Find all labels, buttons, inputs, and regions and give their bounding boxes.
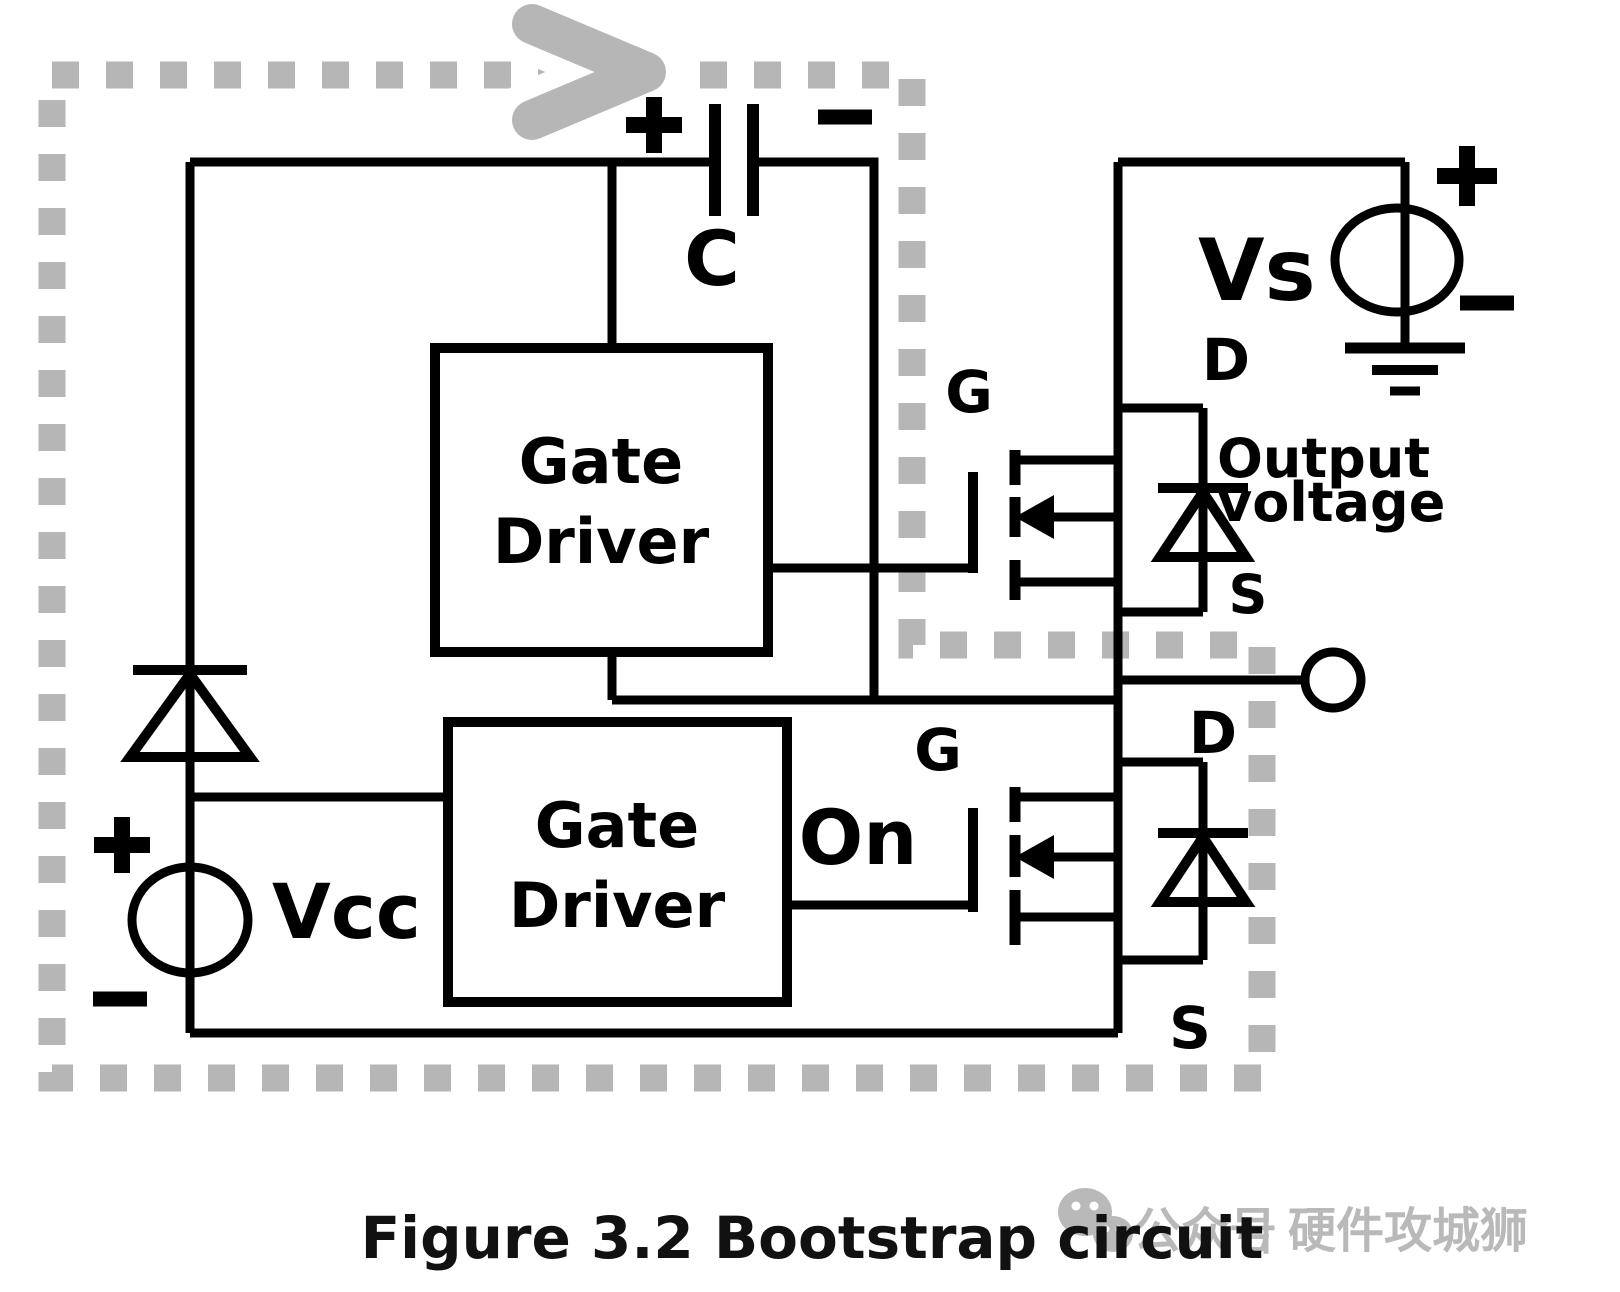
high-side-gate-driver-box: [430, 343, 773, 657]
output-voltage-label-line2: voltage: [1217, 471, 1445, 534]
cap-negative-wire: [753, 157, 879, 700]
watermark-account: 硬件攻城狮: [1288, 1203, 1528, 1259]
ground-icon: [1345, 342, 1465, 396]
loop-arrow-icon: [493, 0, 685, 159]
low-mosfet-drain-label: D: [1189, 699, 1237, 767]
low-driver-label-line2: Driver: [509, 869, 726, 942]
wechat-icon: [1058, 1188, 1133, 1252]
watermark-separator: |: [1258, 1203, 1274, 1254]
high-mosfet-drain-label: D: [1202, 326, 1250, 394]
high-mosfet-gate-label: G: [945, 358, 993, 426]
circuit-wires: [185, 157, 1410, 1038]
low-mosfet-gate-label: G: [914, 716, 962, 784]
low-mosfet-source-label: S: [1169, 994, 1211, 1062]
plus-sign-vcc: [94, 817, 150, 873]
watermark-platform: 公众号: [1133, 1203, 1277, 1259]
low-side-mosfet: [968, 787, 1118, 945]
on-label: On: [799, 793, 918, 882]
output-voltage-label-line1: Output: [1217, 427, 1430, 490]
bootstrap-capacitor: [709, 104, 759, 216]
low-body-arrow-icon: [1015, 835, 1054, 879]
plus-sign-capacitor: [626, 97, 682, 153]
low-body-diode: [1150, 827, 1256, 907]
high-body-diode: [1150, 482, 1256, 562]
vcc-label: Vcc: [272, 867, 421, 956]
vcc-source: [127, 862, 253, 978]
plus-sign-vs: [1437, 146, 1497, 206]
high-driver-label-line1: Gate: [519, 425, 683, 498]
high-body-arrow-icon: [1015, 495, 1054, 539]
high-side-mosfet: [968, 450, 1118, 600]
capacitor-label: C: [684, 214, 740, 303]
low-driver-label-line1: Gate: [535, 789, 699, 862]
bootstrap-diode: [120, 665, 260, 762]
figure-caption: Figure 3.2 Bootstrap circuit: [361, 1204, 1264, 1272]
vs-source: [1330, 203, 1464, 317]
vs-label: Vs: [1198, 221, 1316, 321]
high-mosfet-source-label: S: [1229, 563, 1268, 626]
bootstrap-loop-dashed-path: [38, 61, 1276, 1092]
output-terminal-icon: [1300, 647, 1366, 713]
low-side-gate-driver-box: [443, 717, 792, 1007]
high-driver-label-line2: Driver: [493, 505, 710, 578]
